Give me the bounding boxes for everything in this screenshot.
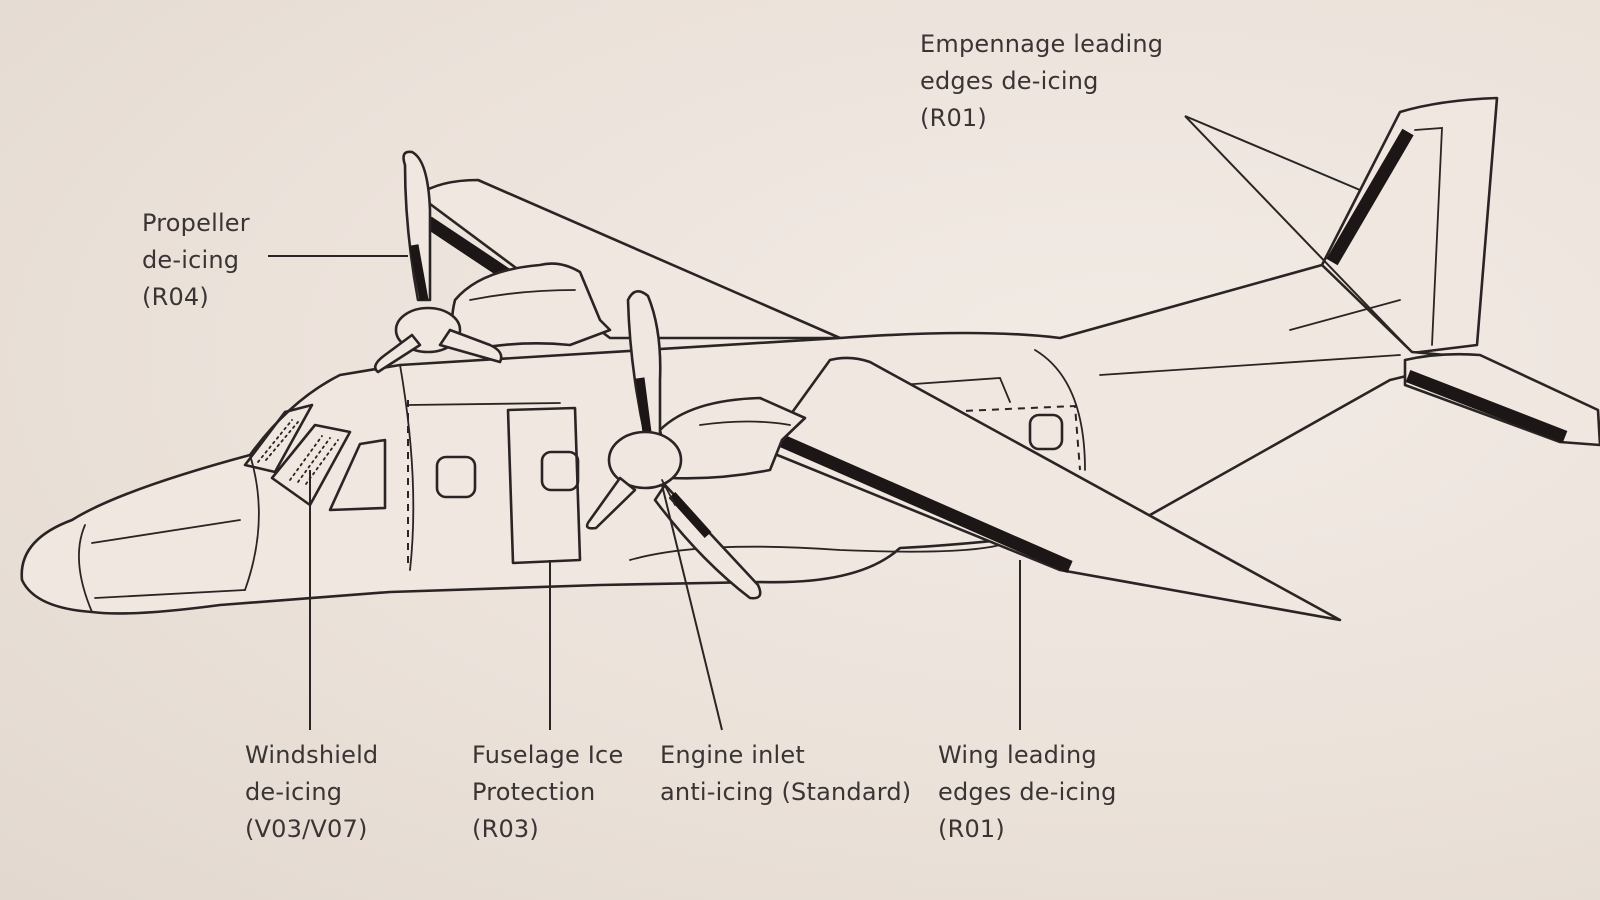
label-fuselage-line2: Protection [472, 778, 596, 806]
leader-empennage-a [1184, 115, 1361, 191]
label-windshield-line2: de-icing [245, 778, 343, 806]
label-empennage-line3: (R01) [920, 104, 987, 132]
label-fuselage-line3: (R03) [472, 815, 539, 843]
label-empennage-de-icing: Empennage leading edges de-icing (R01) [920, 26, 1163, 137]
label-wing-line1: Wing leading [938, 741, 1097, 769]
label-windshield-de-icing: Windshield de-icing (V03/V07) [245, 737, 378, 848]
leader-lines [268, 115, 1411, 731]
label-engine-inlet-anti-icing: Engine inlet anti-icing (Standard) [660, 737, 911, 811]
label-engine-line1: Engine inlet [660, 741, 806, 769]
windshield-heater-pattern [257, 419, 339, 485]
label-fuselage-ice-protection: Fuselage Ice Protection (R03) [472, 737, 623, 848]
label-propeller-de-icing: Propeller de-icing (R04) [142, 205, 250, 316]
far-engine [373, 150, 612, 374]
label-windshield-line1: Windshield [245, 741, 379, 769]
leader-engine [661, 484, 723, 731]
label-propeller-line2: de-icing [142, 246, 240, 274]
label-empennage-line1: Empennage leading [920, 30, 1164, 58]
label-propeller-line3: (R04) [142, 283, 209, 311]
vertical-tail [1306, 96, 1499, 355]
label-wing-de-icing: Wing leading edges de-icing (R01) [938, 737, 1117, 848]
label-fuselage-line1: Fuselage Ice [472, 741, 624, 769]
label-engine-line2: anti-icing (Standard) [660, 778, 912, 806]
horizontal-tail [1403, 352, 1600, 447]
near-wing [763, 356, 1342, 622]
leader-empennage-b [1184, 115, 1411, 351]
label-propeller-line1: Propeller [142, 209, 250, 237]
label-wing-line3: (R01) [938, 815, 1005, 843]
label-windshield-line3: (V03/V07) [245, 815, 368, 843]
near-engine [585, 290, 807, 600]
label-wing-line2: edges de-icing [938, 778, 1117, 806]
label-empennage-line2: edges de-icing [920, 67, 1099, 95]
